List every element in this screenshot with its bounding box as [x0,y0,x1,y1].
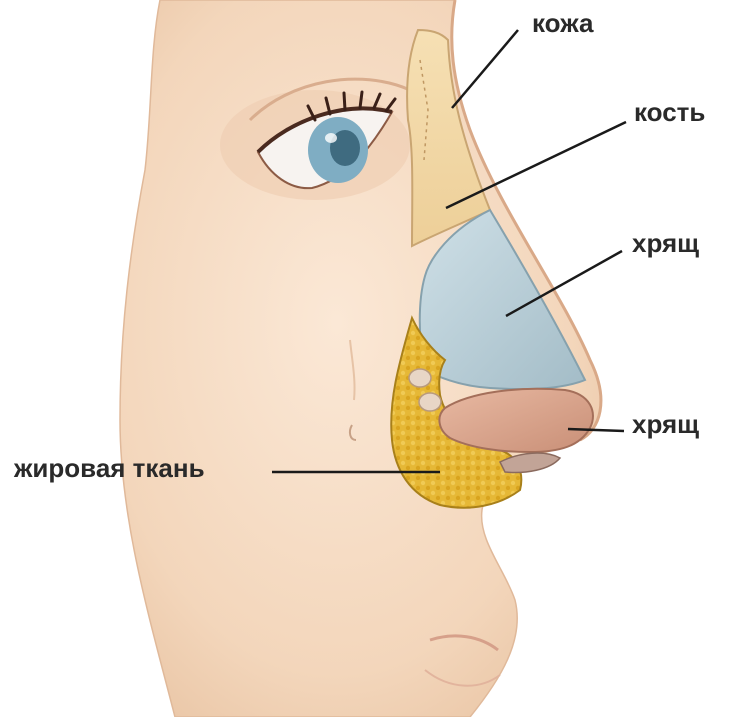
label-fat-tissue: жировая ткань [14,455,205,481]
label-cartilage-upper: хрящ [632,230,699,256]
nasal-bone [407,30,490,246]
fat-lobule [419,393,441,411]
fat-lobule [409,369,431,387]
label-bone: кость [634,99,705,125]
label-cartilage-lower: хрящ [632,411,699,437]
leader-line-skin [452,30,518,108]
label-skin: кожа [532,10,593,36]
